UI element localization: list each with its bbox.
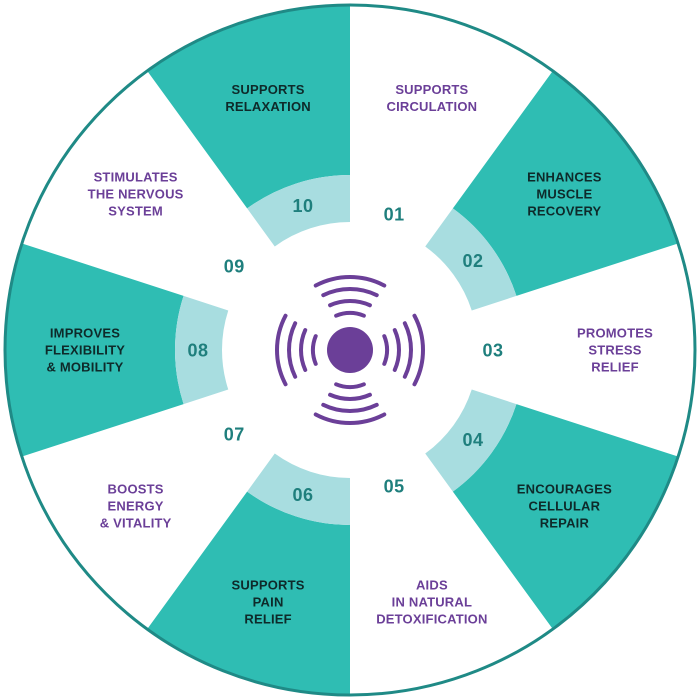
segment-label-line: THE NERVOUS (88, 187, 184, 202)
segment-label-line: & VITALITY (100, 515, 172, 530)
segment-fill (147, 491, 350, 694)
segment-number: 02 (462, 251, 483, 271)
segment-number: 10 (293, 196, 314, 216)
segment-03: PROMOTES STRESS RELIEF 03 (482, 326, 653, 375)
segment-label: BOOSTS ENERGY & VITALITY (100, 481, 172, 530)
sound-wave-arc (321, 287, 379, 298)
segment-number: 03 (482, 341, 503, 361)
sound-wave-arc (334, 382, 366, 389)
segment-number-band (425, 389, 517, 492)
sound-wave-arc (382, 334, 389, 366)
segment-fill (5, 243, 184, 457)
segment-label: AIDS IN NATURAL DETOXIFICATION (376, 578, 487, 627)
segment-label: SUPPORTS PAIN RELIEF (232, 578, 305, 627)
segment-number-band (247, 175, 350, 247)
segment-label-line: REPAIR (540, 515, 590, 530)
segment-number: 04 (462, 430, 483, 450)
segment-label: ENHANCES MUSCLE RECOVERY (527, 170, 602, 219)
segment-label: ENCOURAGES CELLULAR REPAIR (517, 481, 612, 530)
segment-label-line: SUPPORTS (395, 82, 468, 97)
sound-wave-arc (328, 392, 372, 401)
segment-label: PROMOTES STRESS RELIEF (577, 326, 653, 375)
segment-label-line: IMPROVES (50, 326, 120, 341)
segment-04: ENCOURAGES CELLULAR REPAIR 04 (425, 389, 678, 629)
sound-wave-arc (412, 313, 425, 387)
sound-wave-arc (287, 321, 298, 379)
segment-number: 01 (384, 204, 405, 224)
segment-fill (452, 71, 678, 296)
segment-number-band (175, 295, 229, 405)
segment-05: AIDS IN NATURAL DETOXIFICATION 05 (376, 477, 487, 627)
center-dot (327, 327, 373, 373)
segment-fill (452, 404, 678, 629)
segment-label-line: SUPPORTS (232, 578, 305, 593)
sound-wave-arc (334, 311, 366, 318)
sound-wave-arc (275, 313, 288, 387)
segment-09: STIMULATES THE NERVOUS SYSTEM 09 (88, 170, 245, 277)
segment-label: STIMULATES THE NERVOUS SYSTEM (88, 170, 184, 219)
sound-wave-arc (402, 321, 413, 379)
sound-wave-arc (328, 299, 372, 308)
segment-label-line: PROMOTES (577, 326, 653, 341)
segment-08: IMPROVES FLEXIBILITY & MOBILITY 08 (5, 243, 229, 457)
segment-label-line: STRESS (588, 343, 641, 358)
sound-wave-arc (311, 334, 318, 366)
segment-number-band (247, 453, 350, 526)
segment-label-line: AIDS (416, 578, 448, 593)
segment-label-line: MUSCLE (536, 187, 592, 202)
segment-number: 07 (224, 425, 245, 445)
sound-wave-arc (313, 275, 387, 288)
segment-label: SUPPORTS RELAXATION (225, 82, 311, 114)
segment-label-line: PAIN (253, 595, 284, 610)
segment-label-line: CELLULAR (529, 498, 601, 513)
segment-label-line: SYSTEM (108, 204, 163, 219)
segment-06: SUPPORTS PAIN RELIEF 06 (147, 453, 350, 694)
segment-fill (147, 6, 350, 209)
segments-layer: SUPPORTS CIRCULATION 01 ENHANCES MUSCLE RECOV… (5, 6, 678, 694)
segment-number: 08 (187, 341, 208, 361)
segment-label-line: IN NATURAL (392, 595, 472, 610)
segment-label-line: CIRCULATION (386, 99, 477, 114)
outer-ring (3, 3, 697, 697)
segment-label-line: STIMULATES (94, 170, 178, 185)
segment-number: 05 (384, 477, 405, 497)
segment-label-line: ENERGY (108, 498, 164, 513)
sound-waves-icon (275, 275, 425, 425)
sound-wave-arc (299, 328, 308, 372)
segment-label-line: ENCOURAGES (517, 481, 612, 496)
segment-label-line: RELAXATION (225, 99, 311, 114)
segment-label-line: DETOXIFICATION (376, 612, 487, 627)
segment-label-line: ENHANCES (527, 170, 602, 185)
segment-label-line: BOOSTS (108, 481, 164, 496)
segment-label-line: & MOBILITY (46, 360, 123, 375)
segment-label-line: RELIEF (244, 612, 291, 627)
sound-wave-arc (313, 412, 387, 425)
segment-number: 06 (293, 485, 314, 505)
segment-02: ENHANCES MUSCLE RECOVERY 02 (425, 71, 678, 311)
segment-label-line: RELIEF (591, 360, 638, 375)
segment-label: SUPPORTS CIRCULATION (386, 82, 477, 114)
segment-label-line: SUPPORTS (232, 82, 305, 97)
segment-number-band (425, 208, 517, 311)
segment-number: 09 (224, 256, 245, 276)
segment-10: SUPPORTS RELAXATION 10 (147, 6, 350, 247)
segment-label-line: RECOVERY (527, 204, 601, 219)
sound-wave-arc (392, 328, 401, 372)
segment-01: SUPPORTS CIRCULATION 01 (384, 82, 477, 225)
segment-07: BOOSTS ENERGY & VITALITY 07 (100, 425, 245, 531)
segment-label-line: FLEXIBILITY (45, 343, 125, 358)
sound-wave-arc (321, 402, 379, 413)
segment-label: IMPROVES FLEXIBILITY & MOBILITY (45, 326, 125, 375)
